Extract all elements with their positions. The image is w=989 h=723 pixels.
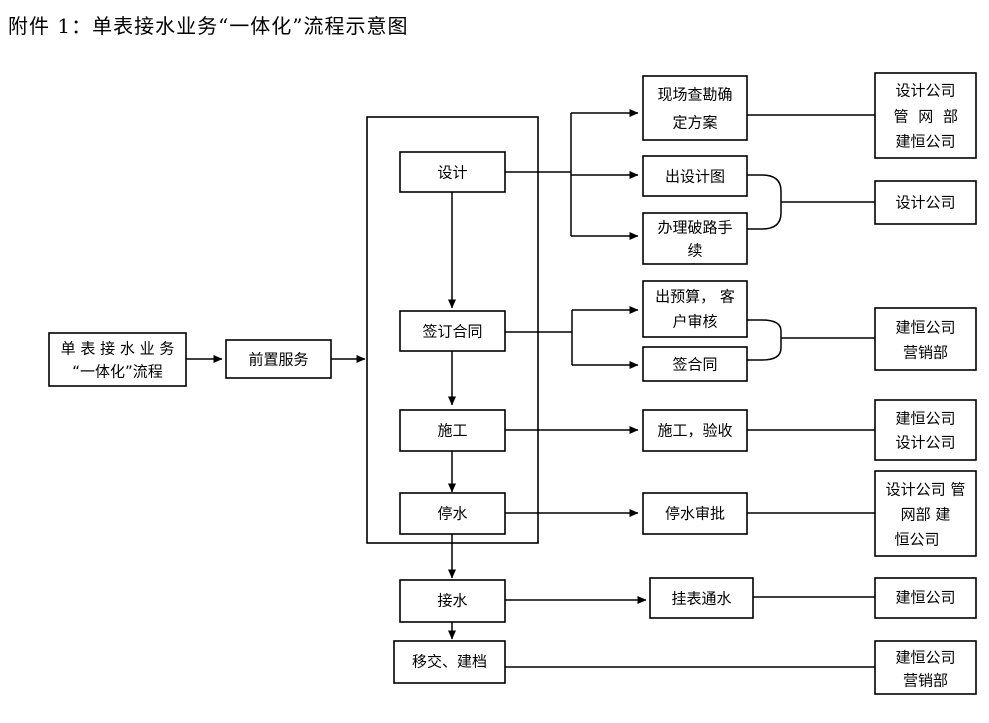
node-water-connect-label: 接水 <box>437 592 467 610</box>
merge-brace-contract <box>747 319 782 361</box>
node-road-permit[interactable]: 办理破路手 续 <box>642 212 748 265</box>
node-start[interactable]: 单 表 接 水 业 务 “一体化”流程 <box>48 332 187 387</box>
node-budget-review[interactable]: 出预算， 客 户审核 <box>642 280 748 338</box>
node-owner-build-line2: 设计公司 <box>895 434 955 452</box>
node-stop-approval[interactable]: 停水审批 <box>642 492 748 535</box>
node-site-survey-line1: 现场查勘确 <box>657 86 732 104</box>
node-water-stop[interactable]: 停水 <box>399 492 506 535</box>
node-site-survey-line2: 定方案 <box>672 114 717 132</box>
node-owner-archive-line1: 建恒公司 <box>895 649 955 667</box>
node-build-accept[interactable]: 施工，验收 <box>642 409 748 452</box>
node-construction-label: 施工 <box>437 422 467 440</box>
node-owner-survey-line2: 管 网 部 <box>893 108 960 126</box>
node-water-stop-label: 停水 <box>437 505 467 523</box>
node-contract[interactable]: 签订合同 <box>399 310 506 352</box>
node-pre-service[interactable]: 前置服务 <box>225 339 332 379</box>
node-owner-stop-line2: 网部 建 <box>901 506 951 524</box>
node-owner-marketing[interactable]: 建恒公司 营销部 <box>874 307 977 371</box>
node-owner-build-line1: 建恒公司 <box>895 410 955 428</box>
node-road-permit-line1: 办理破路手 <box>657 219 732 237</box>
node-owner-stop[interactable]: 设计公司 管 网部 建 恒公司 <box>874 470 977 557</box>
main-stage-group-box <box>366 116 539 544</box>
node-owner-design-company-line1: 设计公司 <box>895 194 955 212</box>
node-stop-approval-label: 停水审批 <box>665 505 725 523</box>
node-owner-design-company[interactable]: 设计公司 <box>874 180 977 225</box>
node-road-permit-line2: 续 <box>687 242 702 260</box>
node-start-line2: “一体化”流程 <box>72 363 163 381</box>
node-sign-contract[interactable]: 签合同 <box>642 346 748 382</box>
merge-brace-design <box>747 174 782 230</box>
node-design-drawing-label: 出设计图 <box>665 168 725 186</box>
node-water-connect[interactable]: 接水 <box>399 579 506 623</box>
node-handover-archive-label: 移交、建档 <box>412 653 487 671</box>
node-owner-build[interactable]: 建恒公司 设计公司 <box>874 399 977 461</box>
node-start-line1: 单 表 接 水 业 务 <box>61 340 175 358</box>
node-owner-stop-line3: 恒公司 <box>894 531 939 549</box>
node-meter-water[interactable]: 挂表通水 <box>649 577 754 619</box>
node-owner-survey[interactable]: 设计公司 管 网 部 建恒公司 <box>874 72 977 159</box>
node-sign-contract-label: 签合同 <box>672 356 717 374</box>
node-pre-service-label: 前置服务 <box>248 351 308 369</box>
node-budget-review-line1: 出预算， 客 <box>655 288 735 306</box>
node-owner-survey-line1: 设计公司 <box>895 82 955 100</box>
node-owner-archive-line2: 营销部 <box>903 672 948 690</box>
node-site-survey[interactable]: 现场查勘确 定方案 <box>642 75 748 141</box>
node-construction[interactable]: 施工 <box>399 409 506 452</box>
node-design-label: 设计 <box>437 164 467 182</box>
node-design[interactable]: 设计 <box>399 151 506 193</box>
node-owner-meter-line1: 建恒公司 <box>895 589 955 607</box>
page-title: 附件 1：单表接水业务“一体化”流程示意图 <box>8 14 409 38</box>
node-owner-meter[interactable]: 建恒公司 <box>874 577 977 619</box>
node-owner-marketing-line1: 建恒公司 <box>895 319 955 337</box>
node-owner-stop-line1: 设计公司 管 <box>886 481 966 499</box>
node-meter-water-label: 挂表通水 <box>671 590 731 608</box>
node-budget-review-line2: 户审核 <box>672 313 717 331</box>
node-handover-archive[interactable]: 移交、建档 <box>393 640 506 684</box>
node-owner-archive[interactable]: 建恒公司 营销部 <box>874 640 977 695</box>
node-contract-label: 签订合同 <box>422 323 482 341</box>
node-owner-survey-line3: 建恒公司 <box>895 133 955 151</box>
node-build-accept-label: 施工，验收 <box>657 422 732 440</box>
node-owner-marketing-line2: 营销部 <box>903 344 948 362</box>
node-design-drawing[interactable]: 出设计图 <box>642 155 748 197</box>
